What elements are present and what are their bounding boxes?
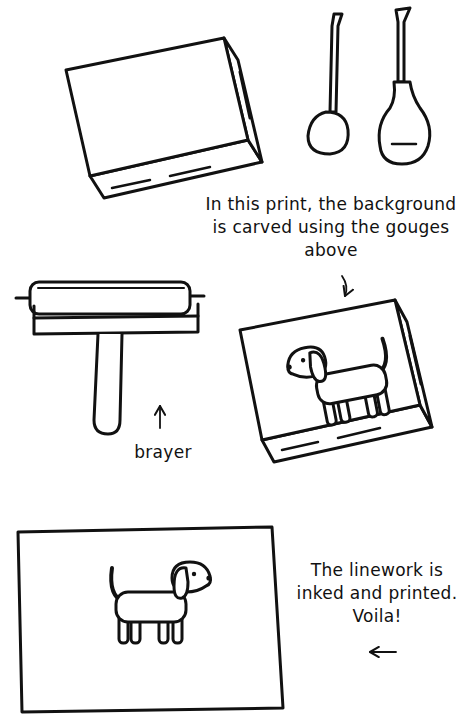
carved-block [240,300,432,462]
annotation-label: In this print, the background is carved … [200,193,462,262]
blank-block [66,38,262,198]
gouge-tool [308,14,348,154]
annotation-label: brayer [118,441,208,464]
dog-relief [284,333,398,432]
gouge-tool [379,8,430,164]
brayer [16,282,204,434]
annotation-label: The linework is inked and printed. Voila… [292,559,462,628]
leader-arrow [370,651,396,653]
leader-arrow [159,406,161,428]
dog-print [111,562,211,643]
print-paper [18,527,283,712]
leader-arrow [342,276,346,296]
